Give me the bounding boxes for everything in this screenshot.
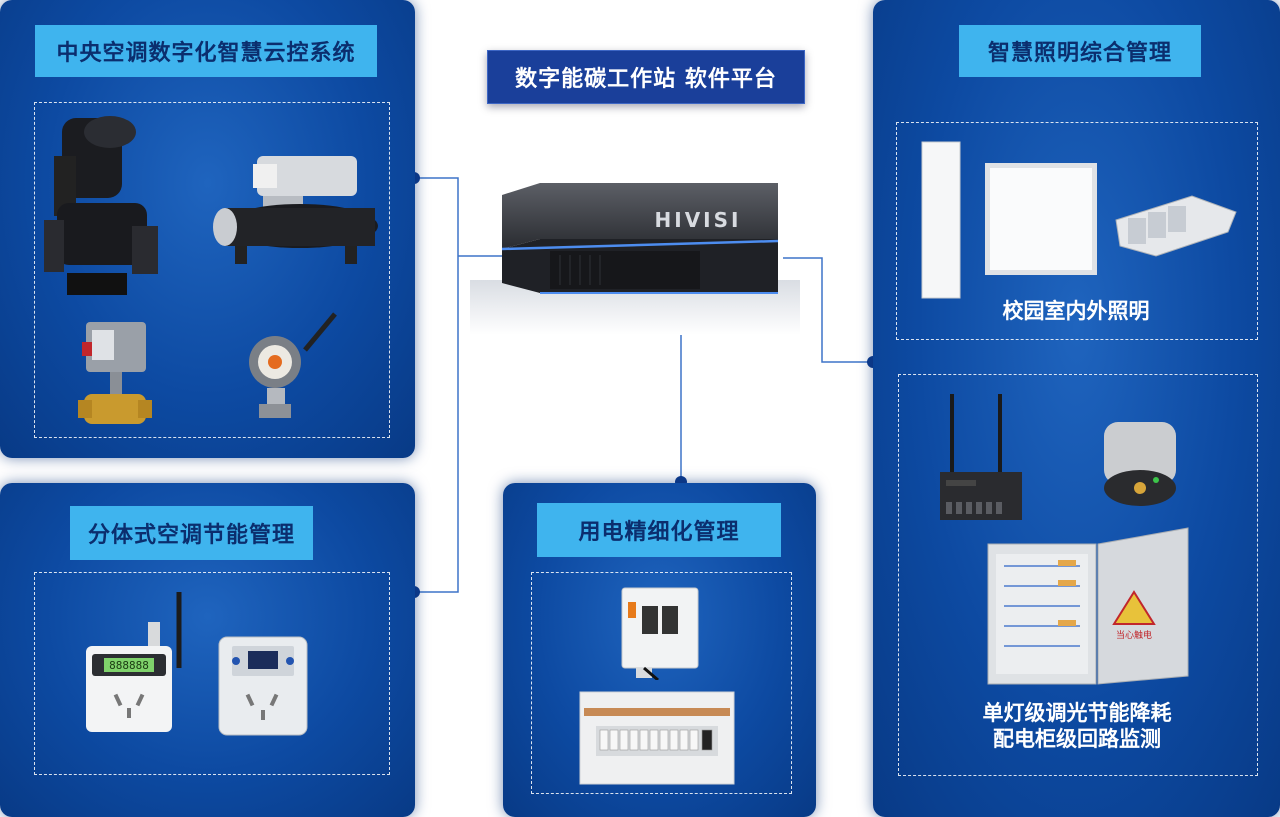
panel-hvac-device-area — [34, 102, 390, 438]
pressure-sensor-device — [245, 312, 345, 422]
socket-controller-device — [218, 636, 310, 738]
panel-lighting-control-area — [898, 374, 1258, 776]
panel-electric-device-area — [531, 572, 792, 794]
warning-label-text: 当心触电 — [1116, 629, 1152, 641]
pump-device — [42, 108, 162, 298]
panel-light-device — [984, 162, 1098, 276]
lighting-indoor-caption: 校园室内外照明 — [1002, 299, 1150, 323]
panel-electric-title: 用电精细化管理 — [537, 503, 781, 557]
light-controller-device — [1100, 418, 1180, 510]
panel-lighting-title: 智慧照明综合管理 — [959, 25, 1201, 77]
server-device: HIVISI — [470, 175, 800, 335]
lighting-control-caption-2: 配电柜级回路监测 — [993, 727, 1161, 751]
circuit-breaker-device — [614, 584, 700, 680]
panel-split-ac-title: 分体式空调节能管理 — [70, 506, 313, 560]
panel-lighting-indoor-area — [896, 122, 1258, 340]
panel-split-ac-device-area — [34, 572, 390, 775]
smart-socket-device: 888888 — [82, 586, 192, 734]
street-light-device — [1112, 190, 1238, 260]
tube-light-device — [921, 141, 961, 299]
distribution-box-device — [578, 690, 736, 786]
meter-display-text: 888888 — [109, 659, 149, 672]
panel-hvac-title: 中央空调数字化智慧云控系统 — [35, 25, 377, 77]
lighting-control-caption-1: 单灯级调光节能降耗 — [982, 701, 1172, 725]
gateway-device — [938, 390, 1026, 526]
chiller-device — [205, 148, 380, 266]
server-brand-label: HIVISI — [655, 208, 742, 232]
platform-title: 数字能碳工作站 软件平台 — [487, 50, 805, 104]
distribution-cabinet-device: 当心触电 — [984, 526, 1194, 686]
valve-device — [78, 318, 158, 430]
